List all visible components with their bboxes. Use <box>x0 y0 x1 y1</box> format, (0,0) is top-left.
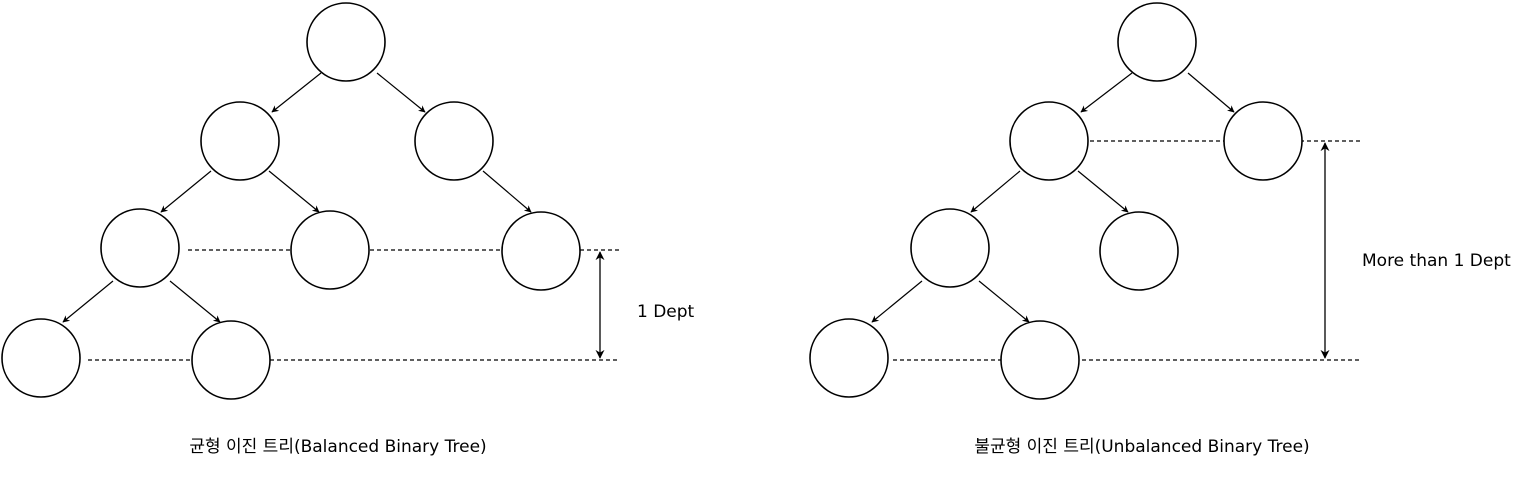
unbalanced-node-root <box>1117 2 1197 82</box>
unbalanced-edge-root-right <box>1187 72 1235 113</box>
unbalanced-node-r <box>1223 101 1303 181</box>
unbalanced-depth-label: More than 1 Dept <box>1362 251 1511 271</box>
balanced-edge-root-left <box>271 72 322 113</box>
balanced-tree: 1 Dept 균형 이진 트리(Balanced Binary Tree) <box>1 2 695 457</box>
unbalanced-edge-root-left <box>1080 72 1133 113</box>
balanced-edge-root-right <box>376 72 426 113</box>
unbalanced-tree: More than 1 Dept 불균형 이진 트리(Unbalanced Bi… <box>809 2 1511 457</box>
unbalanced-node-llr <box>1000 320 1080 400</box>
balanced-depth-label: 1 Dept <box>637 302 695 322</box>
balanced-node-l <box>200 101 280 181</box>
balanced-edge-r-rr <box>482 170 532 213</box>
balanced-node-lll <box>1 318 81 398</box>
unbalanced-edge-ll-lll <box>871 280 923 323</box>
unbalanced-edge-l-lr <box>1077 170 1129 213</box>
balanced-edge-l-ll <box>160 170 212 213</box>
unbalanced-caption: 불균형 이진 트리(Unbalanced Binary Tree) <box>974 437 1309 457</box>
balanced-edge-ll-lll <box>62 280 114 323</box>
unbalanced-node-lr <box>1099 211 1179 291</box>
balanced-node-ll <box>100 208 180 288</box>
unbalanced-node-l <box>1009 101 1089 181</box>
balanced-node-r <box>414 101 494 181</box>
unbalanced-node-ll <box>910 208 990 288</box>
unbalanced-node-lll <box>809 318 889 398</box>
balanced-node-root <box>306 2 386 82</box>
balanced-edge-l-lr <box>268 170 320 213</box>
unbalanced-edge-l-ll <box>970 170 1021 213</box>
balanced-node-rr <box>501 211 581 291</box>
unbalanced-edge-ll-llr <box>978 280 1030 323</box>
balanced-node-llr <box>191 320 271 400</box>
balanced-edge-ll-llr <box>169 280 221 323</box>
balanced-node-lr <box>290 210 370 290</box>
balanced-caption: 균형 이진 트리(Balanced Binary Tree) <box>189 437 486 457</box>
